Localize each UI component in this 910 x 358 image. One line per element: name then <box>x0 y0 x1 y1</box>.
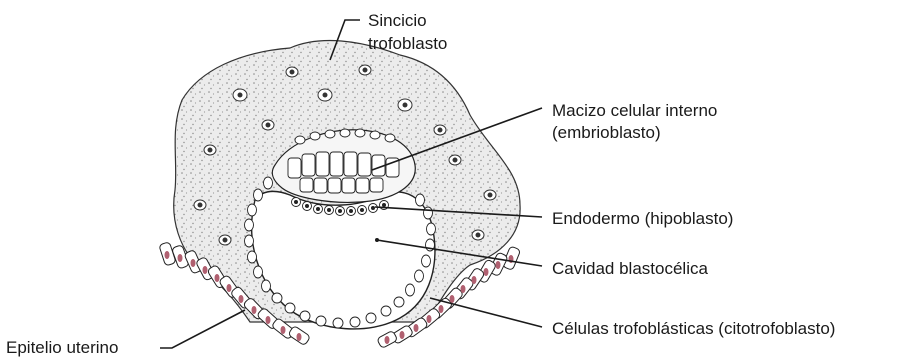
label-cavidad: Cavidad blastocélica <box>552 258 708 279</box>
label-celulas: Células trofoblásticas (citotrofoblasto) <box>552 318 835 339</box>
label-macizo-line1: Macizo celular interno <box>552 100 717 121</box>
leader-celulas <box>430 298 542 327</box>
label-epitelio: Epitelio uterino <box>6 337 118 358</box>
cavity-marker-dot <box>375 238 379 242</box>
label-macizo-line2: (embrioblasto) <box>552 122 661 143</box>
label-sincicio-line1: Sincicio <box>368 10 427 31</box>
label-endodermo: Endodermo (hipoblasto) <box>552 208 733 229</box>
label-sincicio-line2: trofoblasto <box>368 33 447 54</box>
leader-epitelio <box>160 310 245 348</box>
